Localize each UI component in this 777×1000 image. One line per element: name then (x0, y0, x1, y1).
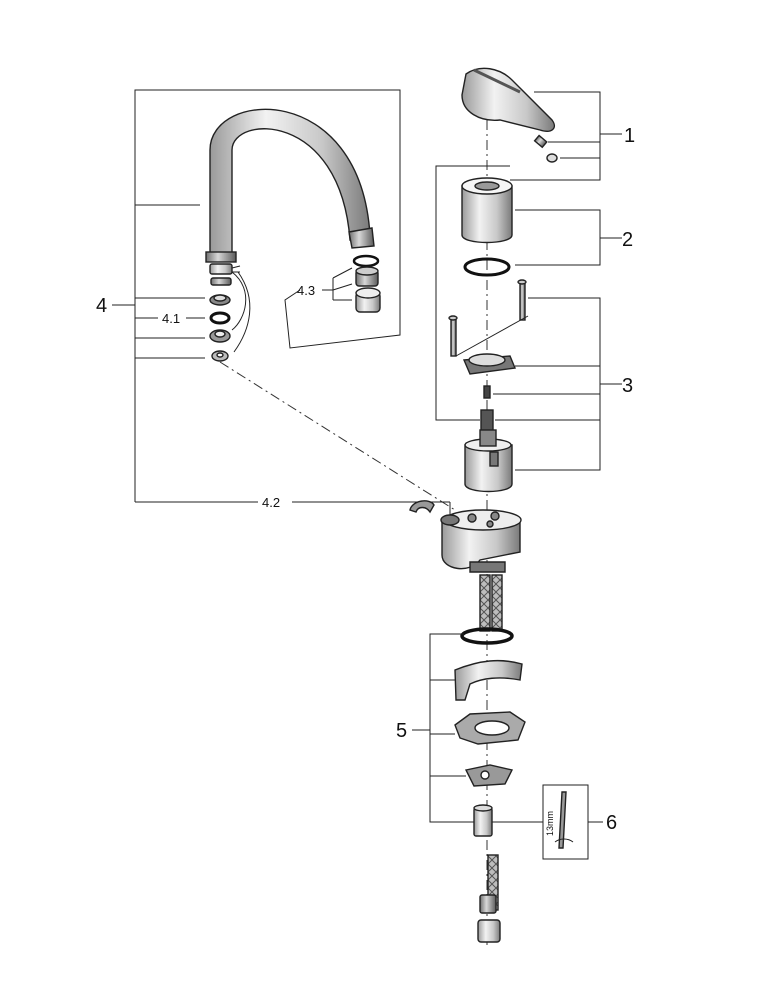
mounting-bracket (412, 633, 474, 823)
callout-4-2: 4.2 (262, 495, 280, 510)
callout-4-3: 4.3 (297, 283, 315, 298)
aerator-assembly (352, 254, 381, 313)
lever-bracket (510, 91, 622, 181)
cartridge-bracket (435, 165, 622, 471)
callout-6: 6 (606, 812, 617, 834)
callout-2: 2 (622, 229, 633, 251)
cap-bracket (515, 209, 622, 266)
mixer-body (440, 509, 522, 573)
cover-cap (461, 177, 513, 277)
callout-3: 3 (622, 375, 633, 397)
spout-seals-stack (209, 263, 251, 362)
wrench-tool (492, 784, 603, 860)
spout-clip (409, 500, 435, 514)
callout-1: 1 (624, 125, 635, 147)
cartridge-group (448, 279, 527, 493)
supply-hoses (477, 574, 503, 943)
mounting-set (454, 627, 526, 837)
tool-size-label: 13mm (545, 811, 555, 836)
callout-5: 5 (396, 720, 407, 742)
spout-group-frame (112, 89, 451, 515)
lever-handle (461, 67, 558, 163)
spout (205, 108, 375, 263)
callout-4: 4 (96, 295, 107, 317)
callout-4-1: 4.1 (162, 311, 180, 326)
